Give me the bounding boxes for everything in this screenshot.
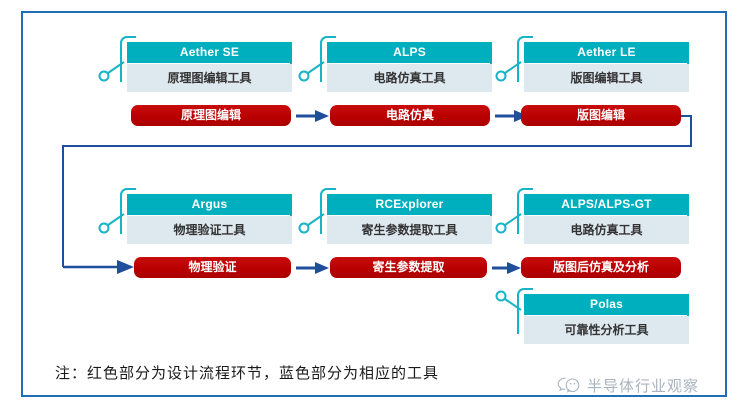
tool-desc: 版图编辑工具 [524,64,689,92]
tool-card-alps-gt[interactable]: ALPS/ALPS-GT 电路仿真工具 [517,188,689,246]
tool-desc: 物理验证工具 [127,216,292,244]
tool-desc: 可靠性分析工具 [524,316,689,344]
flow-step-circuit-sim[interactable]: 电路仿真 [330,105,490,126]
tool-name: ALPS [327,42,492,63]
tool-card-aether-se[interactable]: Aether SE 原理图编辑工具 [120,36,292,94]
wechat-icon [557,377,580,393]
flow-step-physical-verification[interactable]: 物理验证 [134,257,291,278]
tool-name: Aether LE [524,42,689,63]
tool-name: Aether SE [127,42,292,63]
tool-card-argus[interactable]: Argus 物理验证工具 [120,188,292,246]
tool-desc: 电路仿真工具 [327,64,492,92]
flow-step-layout-edit[interactable]: 版图编辑 [521,105,681,126]
tool-name: ALPS/ALPS-GT [524,194,689,215]
diagram-caption: 注：红色部分为设计流程环节，蓝色部分为相应的工具 [55,366,440,382]
tool-name: Polas [524,294,689,315]
flow-step-parasitic-extraction[interactable]: 寄生参数提取 [330,257,487,278]
tool-desc: 电路仿真工具 [524,216,689,244]
flow-step-schematic-edit[interactable]: 原理图编辑 [131,105,291,126]
tool-name: RCExplorer [327,194,492,215]
tool-desc: 寄生参数提取工具 [327,216,492,244]
tool-card-alps[interactable]: ALPS 电路仿真工具 [320,36,492,94]
tool-desc: 原理图编辑工具 [127,64,292,92]
watermark: 半导体行业观察 [556,375,699,396]
watermark-text: 半导体行业观察 [587,379,700,395]
tool-name: Argus [127,194,292,215]
tool-card-aether-le[interactable]: Aether LE 版图编辑工具 [517,36,689,94]
tool-card-polas[interactable]: Polas 可靠性分析工具 [517,288,689,346]
tool-card-rcexplorer[interactable]: RCExplorer 寄生参数提取工具 [320,188,492,246]
flow-step-post-layout-sim[interactable]: 版图后仿真及分析 [521,257,681,278]
